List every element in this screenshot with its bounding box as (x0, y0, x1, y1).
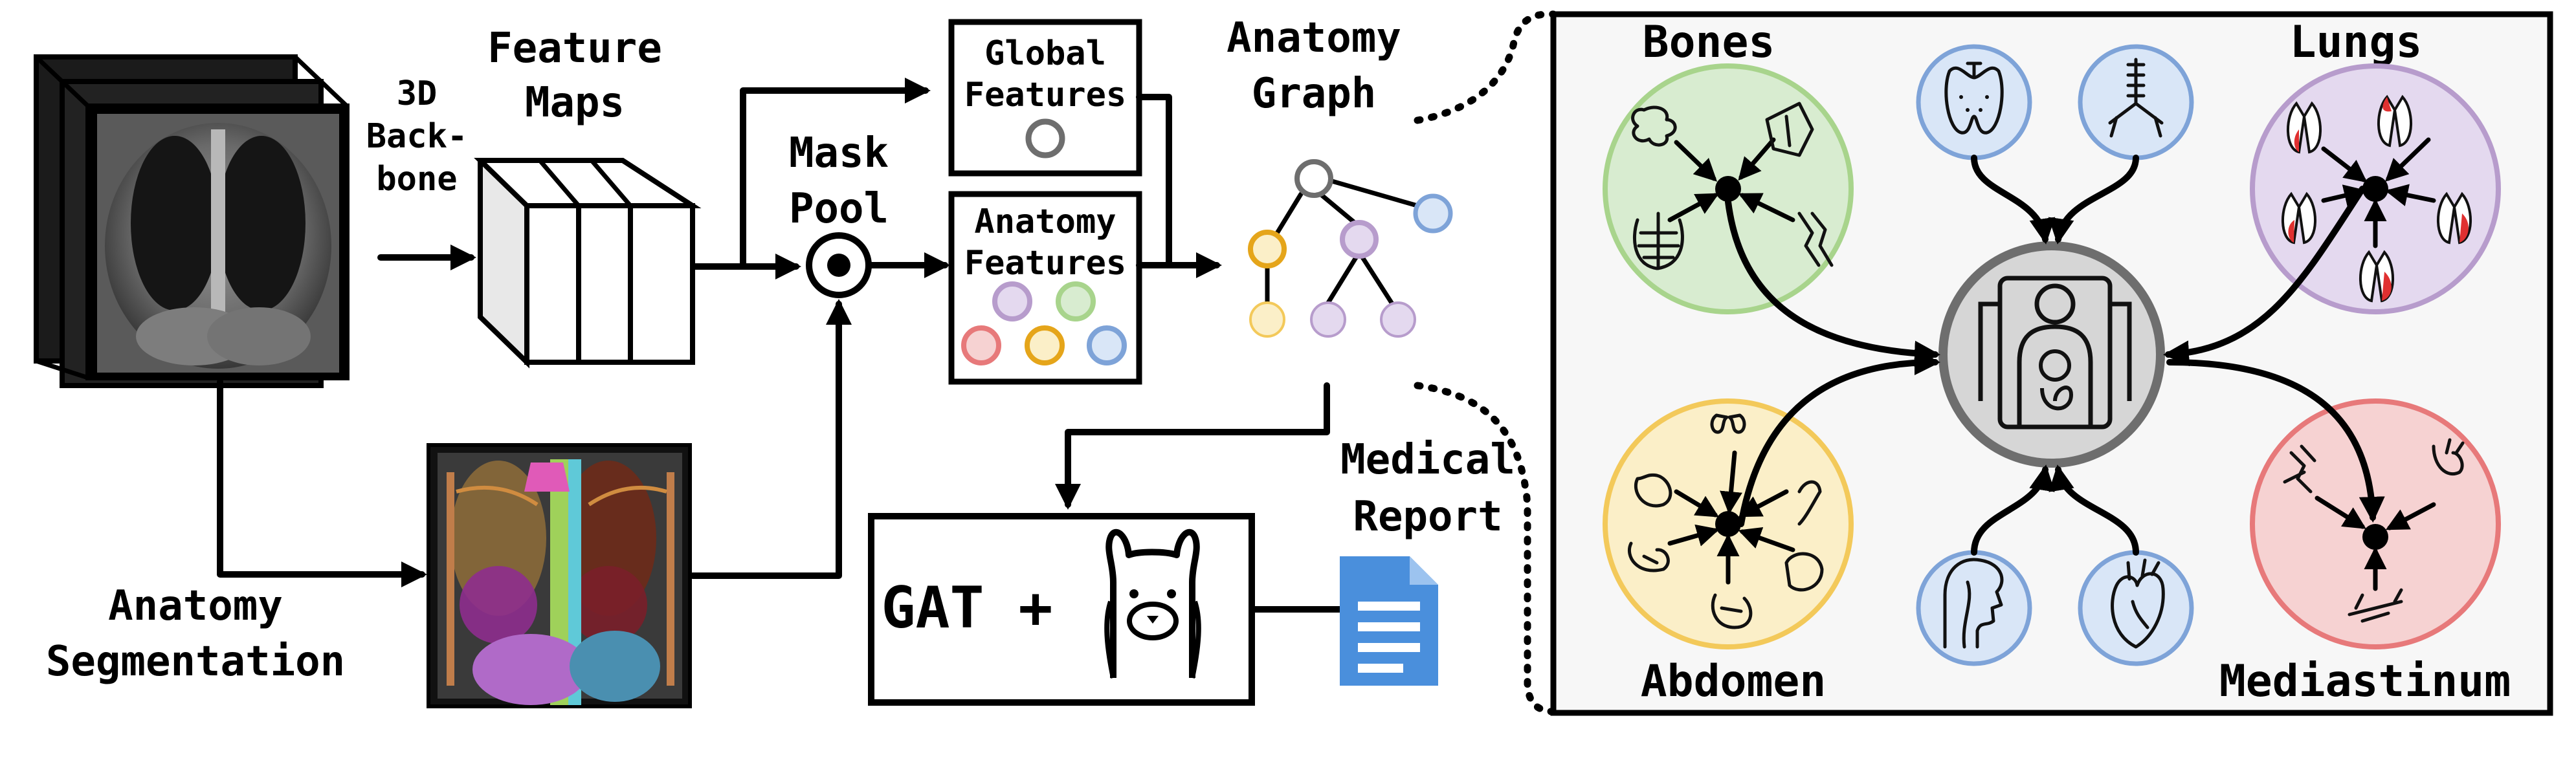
svg-text:Anatomy: Anatomy (1227, 14, 1401, 62)
llama-icon (1104, 529, 1201, 679)
region-title-bones: Bones (1643, 17, 1775, 68)
arrow-global-to-graph (1136, 94, 1172, 268)
zoom-line-bottom (1414, 382, 1557, 715)
svg-text:Medical: Medical (1340, 436, 1515, 484)
anatomy-graph-label: Anatomy Graph (1227, 14, 1401, 118)
heart-icon (2111, 558, 2165, 649)
edge-lungs-to-center (2163, 186, 2366, 367)
segmentation-image (427, 443, 692, 708)
svg-text:GAT +: GAT + (882, 574, 1053, 641)
graph-node-purple-child-1 (1310, 301, 1346, 338)
lungs-icon (2282, 94, 2472, 303)
svg-text:Feature: Feature (487, 25, 662, 72)
throat-node (1916, 550, 2032, 666)
svg-text:Mask: Mask (789, 129, 889, 177)
edge-thyroid-to-center (1971, 155, 2056, 245)
edge-heart-to-center (2049, 464, 2139, 556)
abdomen-hub (1715, 511, 1741, 537)
gat-llm-box: GAT + (868, 513, 1255, 706)
svg-text:Maps: Maps (525, 79, 625, 127)
feature-node-green (1056, 281, 1096, 321)
ct-coronal-slice (97, 114, 339, 373)
mediastinum-icon (2283, 438, 2465, 623)
svg-text:Pool: Pool (789, 185, 889, 233)
medical-report-label: Medical Report (1340, 436, 1515, 541)
document-icon (1340, 556, 1438, 686)
svg-text:Anatomy: Anatomy (974, 202, 1116, 241)
svg-text:bone: bone (376, 160, 457, 199)
edge-trachea-to-center (2048, 155, 2139, 245)
edge-center-to-mediastinum (2166, 359, 2385, 523)
anatomy-graph (1248, 159, 1453, 338)
arrow-segmentation-to-pool (689, 299, 852, 579)
mediastinum-hub (2362, 524, 2388, 550)
global-node (1025, 118, 1065, 158)
graph-node-global (1294, 159, 1333, 198)
bones-hub (1715, 176, 1741, 202)
human-body-icon (1978, 276, 2132, 430)
anatomy-segmentation-label: Anatomy Segmentation (46, 582, 345, 686)
graph-node-blue (1413, 193, 1453, 234)
feature-node-red (961, 325, 1001, 365)
edge-abdomen-to-center (1738, 349, 1940, 527)
zoom-line-top (1414, 10, 1557, 124)
graph-node-yellow-child (1249, 301, 1285, 338)
feature-node-blue (1087, 325, 1127, 365)
feature-node-yellow (1025, 325, 1065, 365)
edge-bones-to-center (1725, 199, 1940, 367)
graph-node-yellow (1248, 230, 1287, 268)
svg-text:Anatomy: Anatomy (108, 582, 283, 630)
svg-text:Back-: Back- (366, 117, 468, 156)
region-title-abdomen: Abdomen (1641, 656, 1827, 707)
svg-text:Graph: Graph (1252, 70, 1377, 118)
thyroid-icon (1944, 61, 2004, 135)
arrow-graph-to-gat (1055, 382, 1330, 510)
lungs-hub (2362, 176, 2388, 202)
feature-map-block (474, 158, 702, 369)
ct-volume-stack (34, 54, 350, 388)
svg-text:Global: Global (984, 34, 1106, 73)
graph-node-purple-child-2 (1380, 301, 1416, 338)
abdomen-icon (1628, 413, 1824, 629)
anatomy-features-box: Anatomy Features (948, 191, 1142, 385)
svg-text:3D: 3D (397, 74, 438, 113)
global-features-box: Global Features (948, 19, 1142, 177)
svg-text:Segmentation: Segmentation (46, 638, 345, 686)
feature-maps-label: Feature Maps (487, 25, 662, 127)
throat-icon (1943, 558, 2004, 649)
svg-text:Report: Report (1353, 493, 1502, 541)
region-title-mediastinum: Mediastinum (2219, 656, 2511, 707)
mask-pool-label: Mask Pool (789, 129, 889, 233)
arrow-features-to-global (740, 78, 931, 270)
graph-detail-panel: Bones Lungs Abdomen Mediastinum (1550, 11, 2553, 716)
svg-text:Features: Features (964, 244, 1126, 283)
region-title-lungs: Lungs (2290, 17, 2423, 68)
backbone-label: 3D Back- bone (366, 74, 468, 199)
central-body-node (1938, 241, 2165, 468)
mask-pool-operator (806, 232, 872, 298)
edge-throat-to-center (1971, 464, 2055, 556)
svg-text:Features: Features (964, 76, 1126, 114)
graph-node-purple (1340, 220, 1379, 259)
bones-icon (1631, 102, 1834, 270)
arrow-ct-to-segmentation (217, 378, 427, 587)
trachea-icon (2108, 58, 2164, 138)
feature-node-purple (992, 281, 1032, 321)
